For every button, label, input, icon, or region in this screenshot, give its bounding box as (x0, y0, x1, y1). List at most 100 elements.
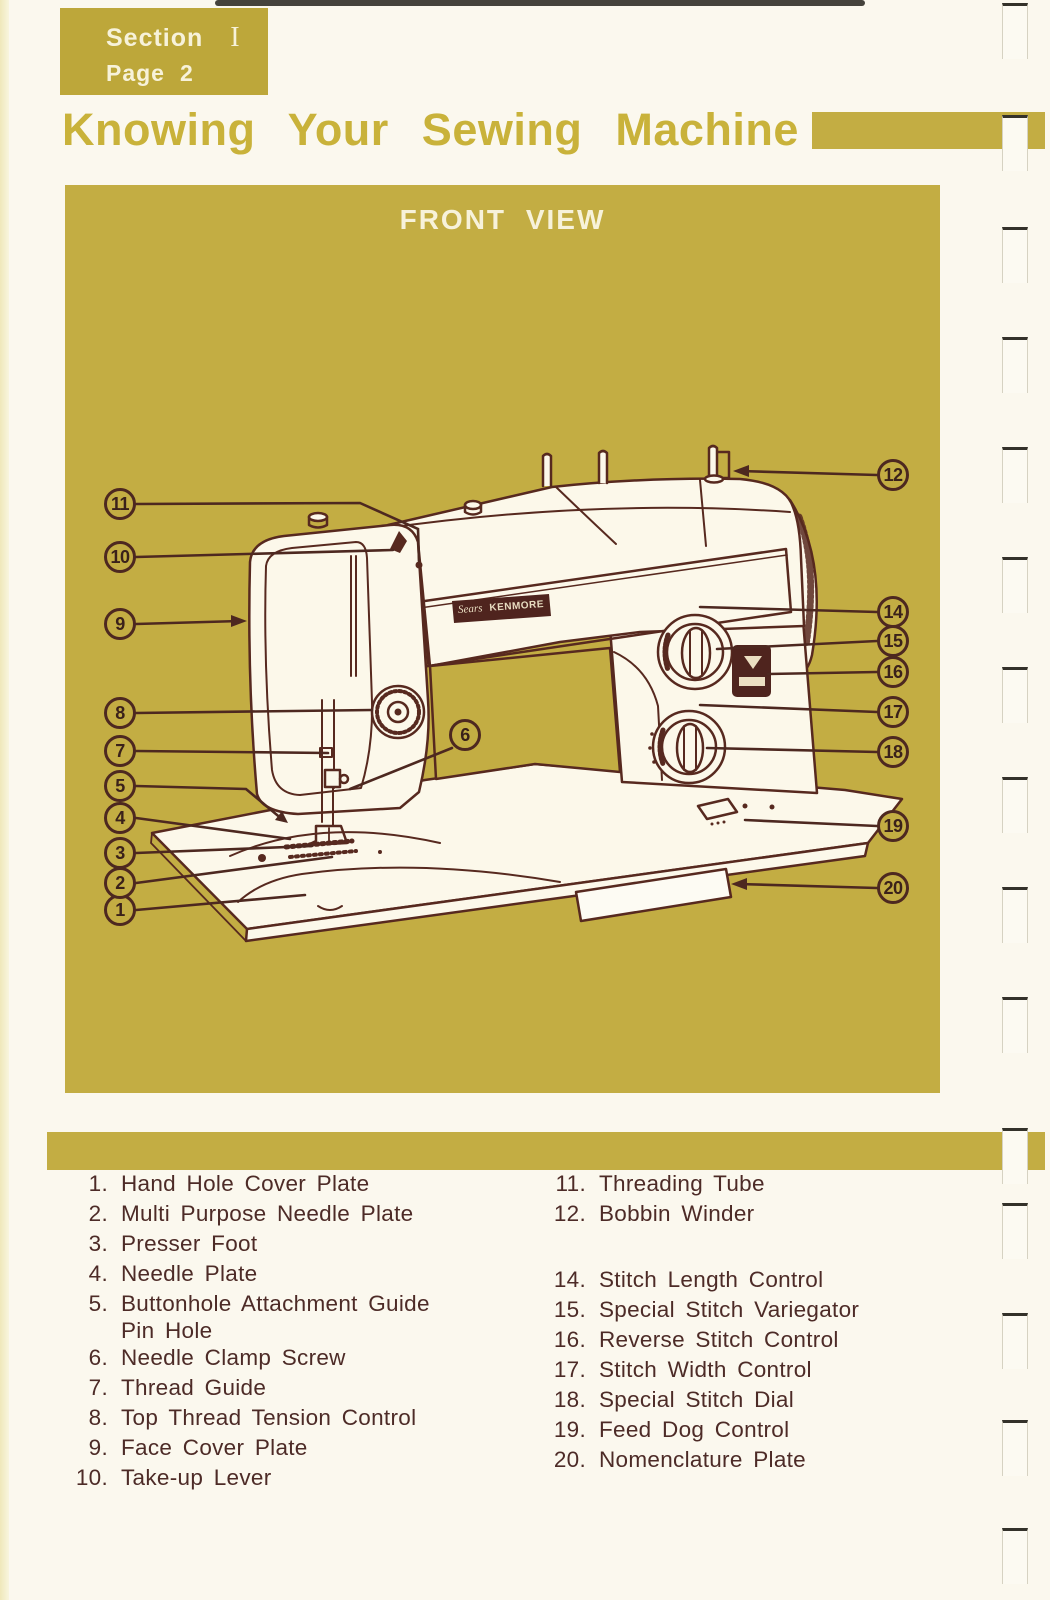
diagram-panel (65, 185, 940, 1093)
callout-2: 2 (104, 867, 136, 899)
callout-12: 12 (877, 459, 909, 491)
list-item: 10. Take-up Lever (62, 1464, 502, 1494)
section-number: I (230, 22, 241, 53)
item-number: 3. (88, 1231, 108, 1256)
callout-10: 10 (104, 541, 136, 573)
list-gap (540, 1230, 1000, 1266)
binding-notch (1002, 997, 1028, 1053)
scan-artifact-bar (215, 0, 865, 6)
callout-16: 16 (877, 656, 909, 688)
item-number: 2. (88, 1201, 108, 1226)
list-item: 7. Thread Guide (62, 1374, 502, 1404)
item-number: 20. (553, 1447, 586, 1472)
callout-6: 6 (449, 719, 481, 751)
item-number: 8. (88, 1405, 108, 1430)
binding-notch (1002, 227, 1028, 283)
item-number: 12. (553, 1201, 586, 1226)
item-label: Stitch Width Control (599, 1357, 812, 1382)
callout-19: 19 (877, 810, 909, 842)
binding-notch (1002, 337, 1028, 393)
callout-11: 11 (104, 488, 136, 520)
item-label: Feed Dog Control (599, 1417, 790, 1442)
item-label: Multi Purpose Needle Plate (121, 1201, 414, 1226)
item-label: Needle Clamp Screw (121, 1345, 346, 1370)
item-number: 14. (553, 1267, 586, 1292)
list-item: 2. Multi Purpose Needle Plate (62, 1200, 502, 1230)
list-item: 20. Nomenclature Plate (540, 1446, 1000, 1476)
list-item: 1. Hand Hole Cover Plate (62, 1170, 502, 1200)
item-label: Threading Tube (599, 1171, 765, 1196)
brand-name: Sears (457, 602, 483, 616)
item-label: Hand Hole Cover Plate (121, 1171, 370, 1196)
section-badge: Section I Page 2 (60, 8, 268, 95)
list-item: 3. Presser Foot (62, 1230, 502, 1260)
item-label: Thread Guide (121, 1375, 267, 1400)
item-number: 17. (553, 1357, 586, 1382)
list-item: 8. Top Thread Tension Control (62, 1404, 502, 1434)
item-number: 19. (553, 1417, 586, 1442)
parts-list-right: 11. Threading Tube 12. Bobbin Winder 14. St… (540, 1170, 1000, 1476)
list-item: 5. Buttonhole Attachment Guide Pin Hole (62, 1290, 502, 1344)
callout-14: 14 (877, 596, 909, 628)
list-item: 17. Stitch Width Control (540, 1356, 1000, 1386)
item-number: 4. (88, 1261, 108, 1286)
page-edge (0, 0, 9, 1600)
item-label: Needle Plate (121, 1261, 258, 1286)
binding-notch (1002, 887, 1028, 943)
page-label: Page (106, 60, 165, 86)
item-label: Nomenclature Plate (599, 1447, 806, 1472)
binding-notch (1002, 1420, 1028, 1476)
binding-notch (1002, 1203, 1028, 1259)
page-line: Page 2 (106, 60, 268, 87)
item-label: Stitch Length Control (599, 1267, 824, 1292)
list-item: 19. Feed Dog Control (540, 1416, 1000, 1446)
item-label: Top Thread Tension Control (121, 1405, 417, 1430)
callout-18: 18 (877, 736, 909, 768)
item-number: 10. (75, 1465, 108, 1490)
list-item: 9.Face Cover Plate (62, 1434, 502, 1464)
binding-notch (1002, 1128, 1028, 1184)
list-item: 4. Needle Plate (62, 1260, 502, 1290)
binding-notch (1002, 3, 1028, 59)
item-number: 11. (555, 1171, 586, 1196)
callout-5: 5 (104, 770, 136, 802)
binding-notch (1002, 777, 1028, 833)
binding-notch (1002, 115, 1028, 171)
list-item: 15.Special Stitch Variegator (540, 1296, 1000, 1326)
item-number: 18. (553, 1387, 586, 1412)
list-item: 16.Reverse Stitch Control (540, 1326, 1000, 1356)
binding-notch (1002, 1528, 1028, 1584)
section-line: Section I (106, 22, 268, 54)
parts-list-left: 1. Hand Hole Cover Plate 2. Multi Purpose … (62, 1170, 502, 1494)
page-number: 2 (179, 60, 194, 86)
binding-notch (1002, 557, 1028, 613)
binding-notch (1002, 1313, 1028, 1369)
callout-15: 15 (877, 625, 909, 657)
item-label: Special Stitch Dial (599, 1387, 795, 1412)
item-label: Bobbin Winder (599, 1201, 755, 1226)
diagram-heading: FRONT VIEW (399, 204, 606, 235)
item-label: Presser Foot (121, 1231, 258, 1256)
item-label: Buttonhole Attachment Guide Pin Hole (121, 1291, 430, 1343)
item-number: 6. (88, 1345, 108, 1370)
list-item: 6. Needle Clamp Screw (62, 1344, 502, 1374)
binding-notch (1002, 667, 1028, 723)
list-item: 12. Bobbin Winder (540, 1200, 1000, 1230)
binding-notch (1002, 447, 1028, 503)
callout-4: 4 (104, 802, 136, 834)
callout-17: 17 (877, 696, 909, 728)
item-number: 1. (88, 1171, 108, 1196)
callout-9: 9 (104, 608, 136, 640)
item-number: 7. (88, 1375, 108, 1400)
list-item: 11. Threading Tube (540, 1170, 1000, 1200)
callout-7: 7 (104, 735, 136, 767)
item-number: 5. (88, 1291, 108, 1316)
callout-20: 20 (877, 872, 909, 904)
callout-3: 3 (104, 837, 136, 869)
list-item: 18. Special Stitch Dial (540, 1386, 1000, 1416)
list-item: 14. Stitch Length Control (540, 1266, 1000, 1296)
page-title: Knowing Your Sewing Machine (62, 104, 799, 155)
item-label: Reverse Stitch Control (599, 1327, 839, 1352)
item-label: Take-up Lever (121, 1465, 272, 1490)
